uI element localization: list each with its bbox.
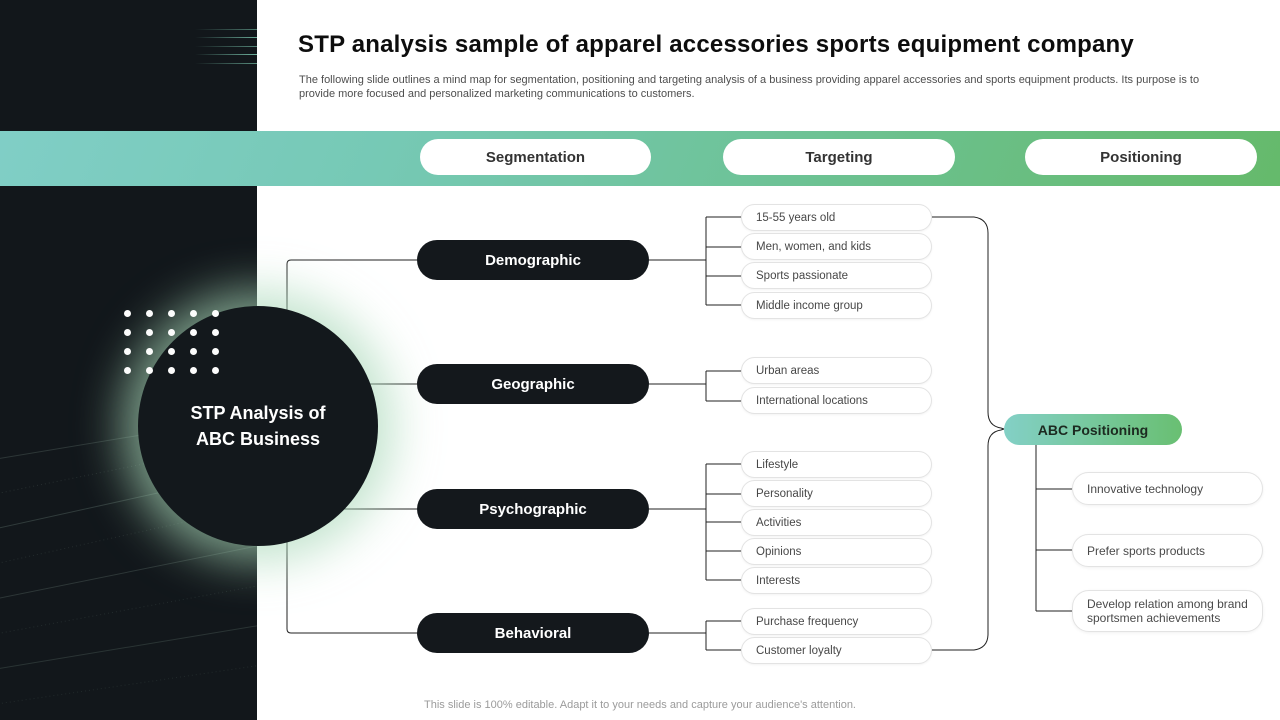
list-item[interactable]: Innovative technology [1072, 472, 1263, 505]
list-item[interactable]: Activities [741, 509, 932, 536]
list-item[interactable]: Personality [741, 480, 932, 507]
footer-note: This slide is 100% editable. Adapt it to… [424, 699, 856, 711]
list-item[interactable]: Develop relation among brand sportsmen a… [1072, 590, 1263, 632]
list-item[interactable]: Prefer sports products [1072, 534, 1263, 567]
accent-line [195, 54, 257, 55]
branch-pill-psychographic[interactable]: Psychographic [417, 489, 649, 529]
accent-line [195, 46, 257, 47]
page-subtitle: The following slide outlines a mind map … [299, 74, 1200, 100]
list-item[interactable]: Interests [741, 567, 932, 594]
page-title: STP analysis sample of apparel accessori… [298, 31, 1134, 58]
list-item[interactable]: Middle income group [741, 292, 932, 319]
center-label-line2: ABC Business [195, 429, 320, 449]
list-item[interactable]: Urban areas [741, 357, 932, 384]
branch-pill-demographic[interactable]: Demographic [417, 240, 649, 280]
accent-line [195, 63, 257, 64]
stage-pill-segmentation[interactable]: Segmentation [420, 139, 651, 175]
list-item[interactable]: International locations [741, 387, 932, 414]
accent-line [195, 29, 257, 30]
center-node-label: STP Analysis of ABC Business [190, 400, 325, 452]
list-item[interactable]: Lifestyle [741, 451, 932, 478]
stage-pill-targeting[interactable]: Targeting [723, 139, 955, 175]
branch-pill-geographic[interactable]: Geographic [417, 364, 649, 404]
list-item[interactable]: Purchase frequency [741, 608, 932, 635]
branch-pill-behavioral[interactable]: Behavioral [417, 613, 649, 653]
list-item[interactable]: Men, women, and kids [741, 233, 932, 260]
center-label-line1: STP Analysis of [190, 403, 326, 423]
list-item[interactable]: Sports passionate [741, 262, 932, 289]
stp-stage-bar: Segmentation Targeting Positioning [0, 131, 1280, 186]
dot-grid-decoration [124, 310, 234, 386]
stage-pill-positioning[interactable]: Positioning [1025, 139, 1257, 175]
list-item[interactable]: Customer loyalty [741, 637, 932, 664]
list-item[interactable]: Opinions [741, 538, 932, 565]
accent-line [195, 37, 257, 38]
abc-positioning-pill[interactable]: ABC Positioning [1004, 414, 1182, 445]
center-node[interactable]: STP Analysis of ABC Business [138, 306, 378, 546]
list-item[interactable]: 15-55 years old [741, 204, 932, 231]
